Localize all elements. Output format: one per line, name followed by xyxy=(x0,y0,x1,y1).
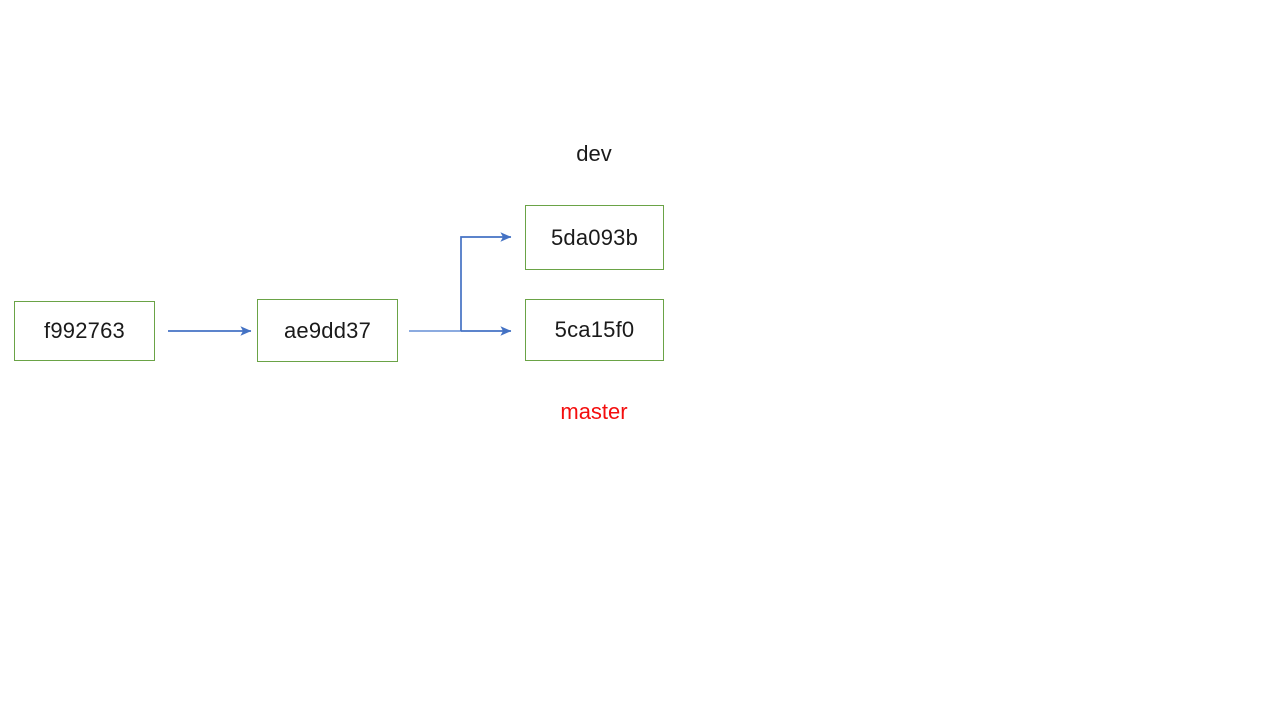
commit-node-ae9dd37[interactable]: ae9dd37 xyxy=(257,299,398,362)
commit-node-label: 5ca15f0 xyxy=(554,317,635,342)
commit-node-5ca15f0[interactable]: 5ca15f0 xyxy=(525,299,664,361)
commit-node-label: 5da093b xyxy=(550,224,639,250)
edge-c2-to-c3 xyxy=(460,232,512,331)
commit-node-label: ae9dd37 xyxy=(283,317,372,343)
commit-node-f992763[interactable]: f992763 xyxy=(14,301,155,361)
branch-label-master: master xyxy=(560,399,628,424)
branch-label-dev: dev xyxy=(576,141,612,166)
commit-node-5da093b[interactable]: 5da093b xyxy=(525,205,664,270)
commit-node-label: f992763 xyxy=(44,318,125,343)
